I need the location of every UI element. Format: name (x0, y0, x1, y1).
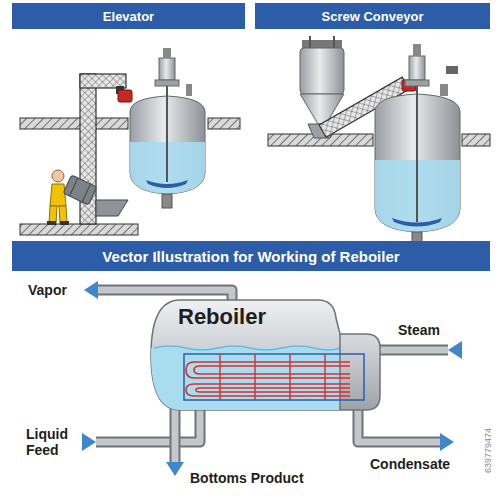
reboiler-vessel: Reboiler (150, 298, 382, 412)
screw-conveyor-scene (268, 36, 490, 244)
stock-number: 639779474 (483, 428, 493, 473)
pipework (96, 290, 448, 462)
vessel-name: Reboiler (178, 304, 266, 330)
flow-label: Condensate (370, 456, 450, 472)
flow-label: Liquid Feed (26, 426, 80, 458)
title-text: Vector Illustration for Working of Reboi… (102, 248, 399, 265)
title-band: Vector Illustration for Working of Reboi… (12, 241, 490, 271)
band-heading: Screw Conveyor (322, 9, 424, 24)
flow-label: Steam (398, 322, 440, 338)
flow-arrows (82, 281, 462, 476)
header-band: Screw Conveyor (255, 3, 490, 29)
flow-label: Vapor (28, 282, 67, 298)
flow-label: Bottoms Product (190, 470, 304, 486)
elevator-scene (20, 48, 240, 235)
band-heading: Elevator (103, 9, 154, 24)
header-band: Elevator (12, 3, 245, 29)
